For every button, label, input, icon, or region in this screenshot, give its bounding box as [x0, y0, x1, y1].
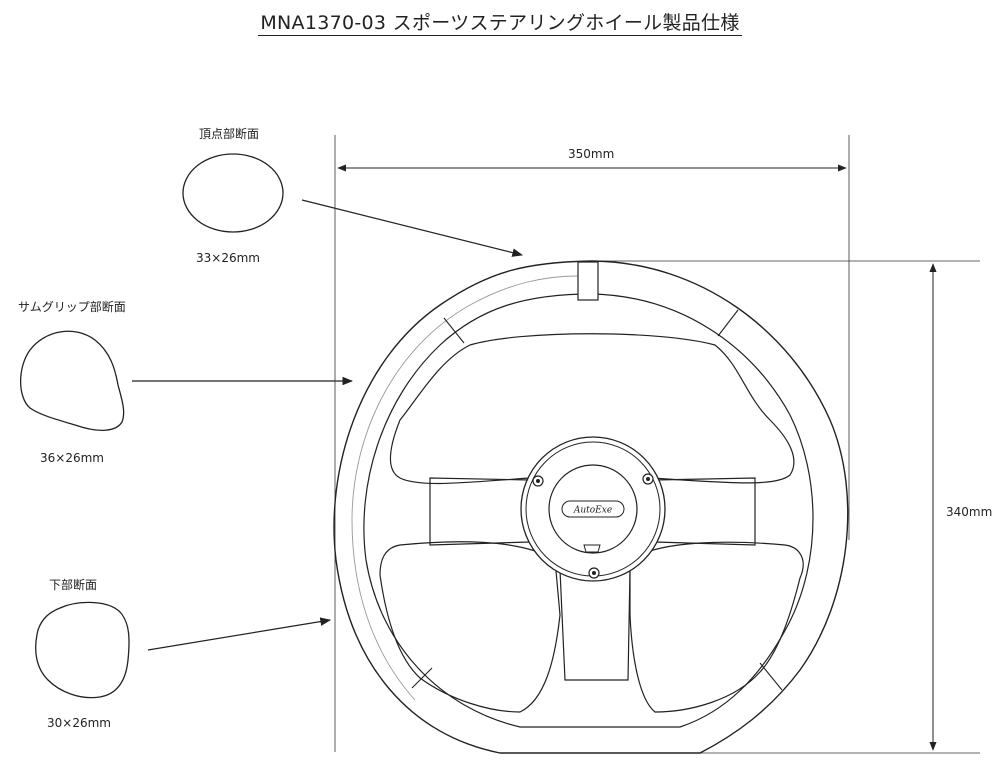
bottom-section-arrow — [147, 617, 332, 651]
top-section-size: 33×26mm — [196, 251, 260, 265]
seam-lower-right — [759, 662, 783, 691]
lower-right-window — [629, 541, 804, 713]
wheel-rim-outer — [333, 260, 849, 754]
hub-bolt-right-core — [646, 477, 650, 481]
bottom-cross-section — [35, 601, 130, 699]
seam-lower-left — [411, 667, 433, 689]
thumbgrip-section-size: 36×26mm — [40, 451, 104, 465]
title-text: MNA1370-03 スポーツステアリングホイール製品仕様 — [258, 12, 742, 36]
thumbgrip-cross-section — [20, 330, 125, 431]
page-title: MNA1370-03 スポーツステアリングホイール製品仕様 — [0, 8, 1000, 36]
top-section-arrow — [301, 199, 524, 257]
bottom-section-label: 下部断面 — [49, 578, 98, 592]
left-spoke — [429, 477, 531, 546]
upper-window — [389, 333, 795, 485]
wheel-stitch-line — [351, 275, 579, 701]
right-spoke — [654, 477, 756, 546]
seam-upper-left — [443, 317, 465, 344]
top-center-stripe — [577, 261, 599, 301]
top-cross-section — [182, 153, 284, 233]
top-section-label: 頂点部断面 — [199, 127, 260, 141]
hub-bolt-left-core — [536, 479, 540, 483]
horn-button — [548, 464, 638, 554]
height-dimension-label: 340mm — [946, 505, 993, 519]
thumbgrip-section-label: サムグリップ部断面 — [18, 300, 126, 314]
lower-left-window — [379, 541, 561, 713]
bottom-spoke — [559, 569, 631, 681]
seam-upper-right — [717, 309, 739, 337]
horn-logo-text: AutoExe — [573, 506, 612, 516]
bottom-section-size: 30×26mm — [47, 716, 111, 730]
small-emblem-icon — [583, 544, 601, 553]
hub-bolt-bottom-core — [592, 571, 596, 575]
width-dimension-label: 350mm — [568, 147, 615, 161]
horn-logo-badge — [561, 500, 625, 518]
